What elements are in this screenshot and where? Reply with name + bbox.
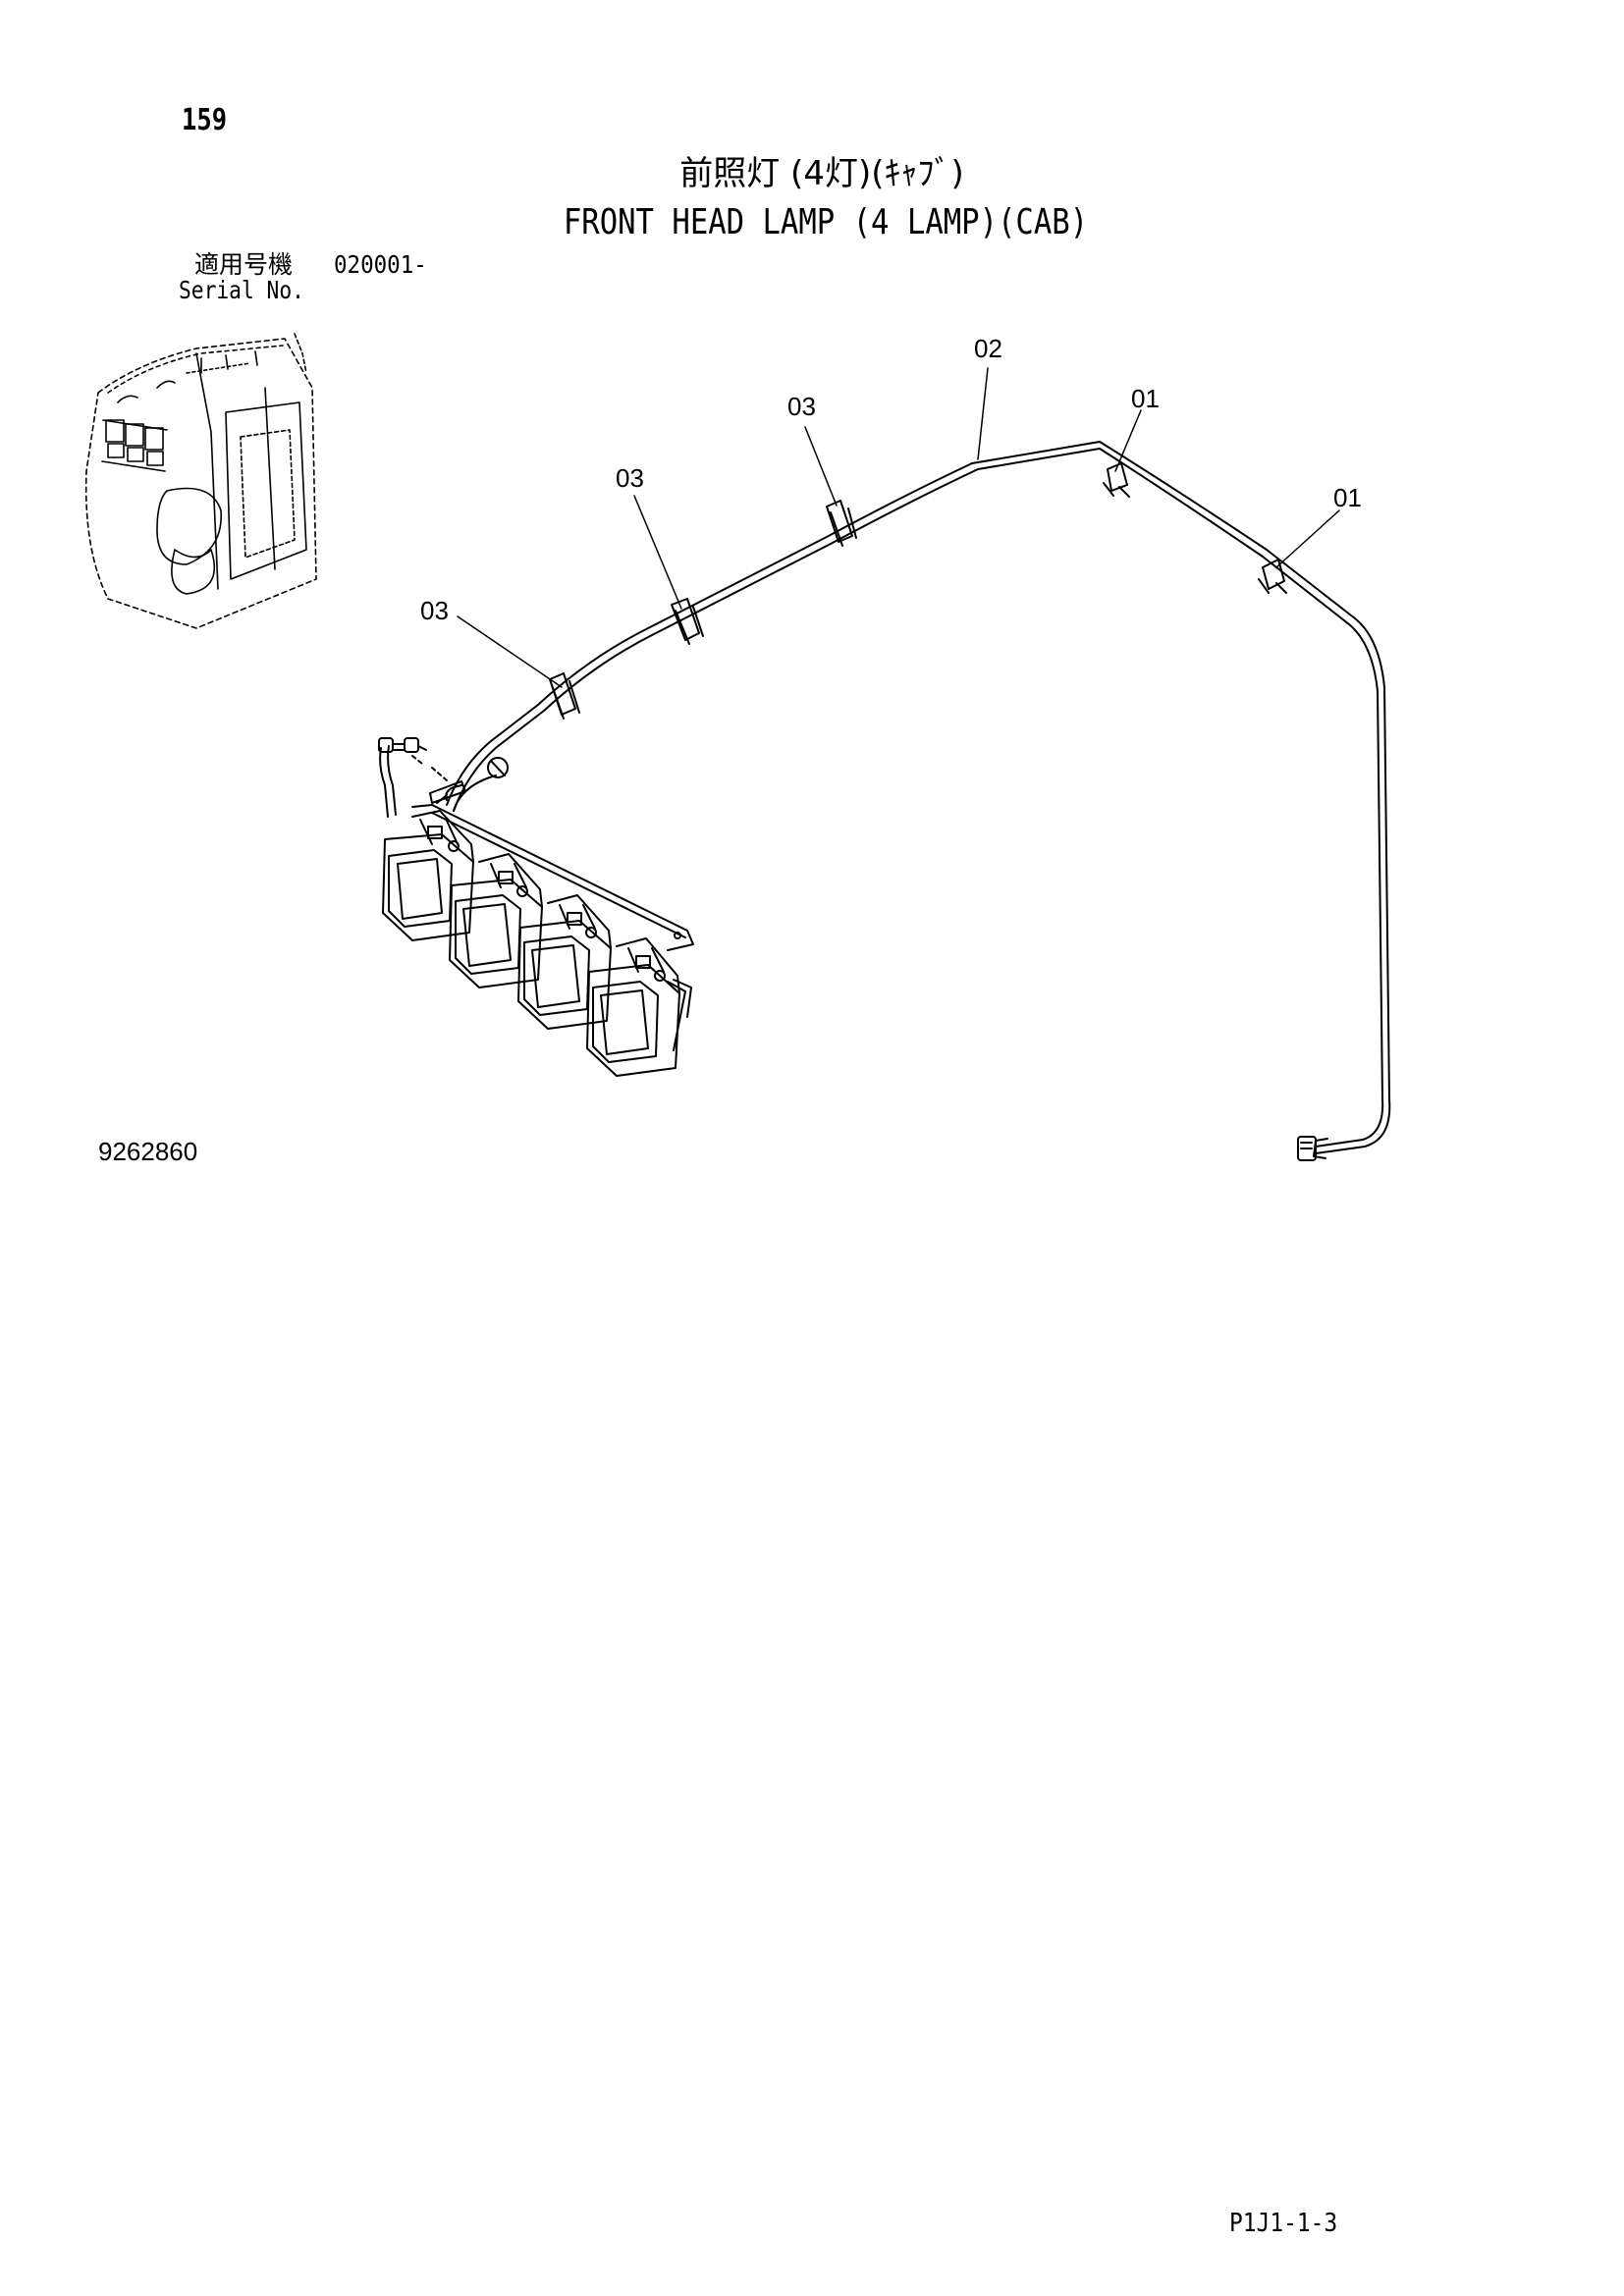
head-lamp-2 (449, 853, 543, 988)
drawing-number: 9262860 (98, 1137, 198, 1166)
head-lamp-1 (382, 810, 474, 941)
page-number: 159 (182, 103, 228, 137)
clip-01-right (1258, 559, 1287, 594)
harness-wire (446, 441, 1391, 1154)
leader-lines (457, 367, 1340, 688)
clip-03-b (671, 598, 704, 645)
head-lamp-3 (517, 894, 612, 1030)
serial-label-japanese: 適用号機 (194, 250, 294, 279)
title-japanese: 前照灯 (4灯)(ｷｬﾌﾞ) (679, 154, 964, 193)
left-connector (378, 737, 509, 818)
callout-01-right: 01 (1333, 483, 1362, 512)
lamp-bracket (411, 804, 694, 951)
callout-01-top: 01 (1131, 384, 1160, 413)
callout-03-b: 03 (616, 463, 644, 493)
callout-02: 02 (974, 334, 1002, 363)
serial-label-english: Serial No. (179, 276, 304, 304)
serial-number-value: 020001- (334, 250, 427, 279)
head-lamp-4 (586, 937, 692, 1077)
title-english: FRONT HEAD LAMP (4 LAMP)(CAB) (563, 202, 1089, 242)
clip-01-top (1103, 462, 1130, 498)
cab-thumbnail (84, 333, 317, 629)
callout-03-c: 03 (787, 392, 816, 421)
callout-03-a: 03 (420, 596, 449, 625)
clip-03-a (549, 672, 580, 720)
page-code: P1J1-1-3 (1229, 2209, 1338, 2238)
connector-end (1297, 1136, 1328, 1161)
